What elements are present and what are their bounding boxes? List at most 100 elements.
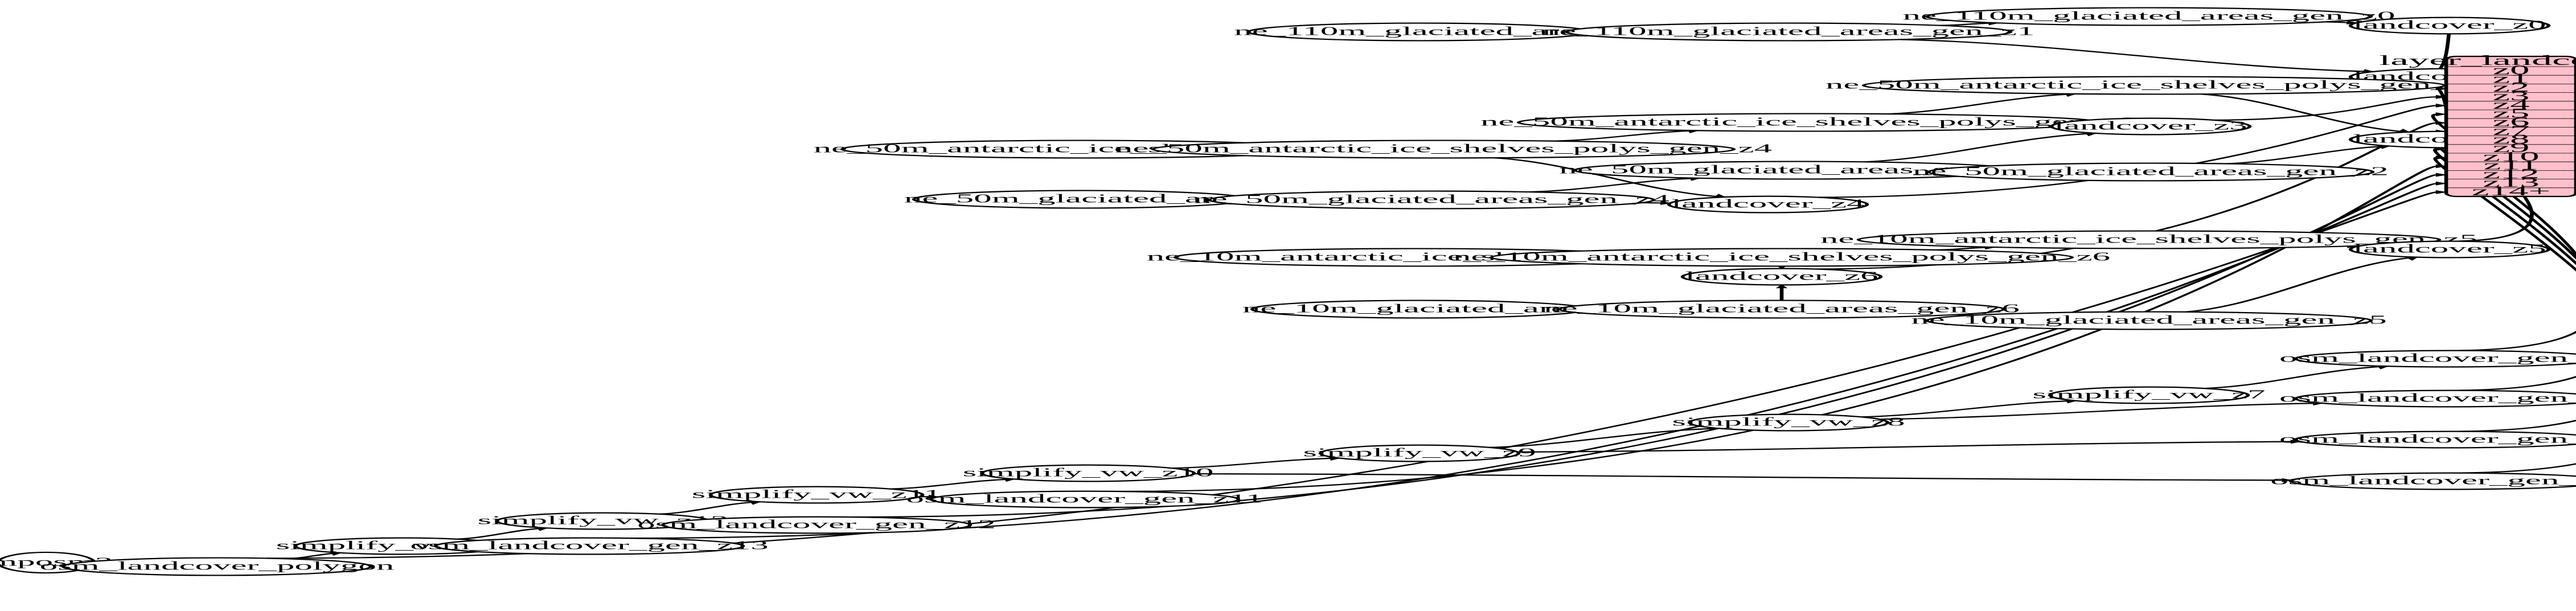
graph-node-osm_landcover_gen_z9[interactable]: osm_landcover_gen_z9 bbox=[2279, 430, 2576, 449]
record-row-z7[interactable]: z7 bbox=[2492, 124, 2529, 138]
node-shape bbox=[1687, 413, 1890, 432]
graph-node-ne_10m_glaciated_areas_gen_z6[interactable]: ne_10m_glaciated_areas_gen_z6 bbox=[1544, 300, 2020, 319]
node-label: simplify_vw_z7 bbox=[2032, 388, 2265, 401]
record-row-z8[interactable]: z8 bbox=[2492, 132, 2529, 146]
node-shape bbox=[1207, 190, 1656, 210]
graph-node-simplify_vw_z8[interactable]: simplify_vw_z8 bbox=[1672, 413, 1905, 432]
graph-edge-simplify_vw_z7--osm_landcover_gen_z7 bbox=[2204, 366, 2388, 389]
node-shape bbox=[1318, 444, 1521, 462]
graph-node-ne_50m_antarctic_ice_shelves_polys_gen_z3[interactable]: ne_50m_antarctic_ice_shelves_polys_gen_z… bbox=[1480, 113, 2138, 132]
graph-node-ne_50m_antarctic_ice_shelves_polys_gen_z4[interactable]: ne_50m_antarctic_ice_shelves_polys_gen_z… bbox=[1115, 140, 1772, 159]
record-row-z6[interactable]: z6 bbox=[2492, 114, 2529, 129]
graph-node-osm_landcover_gen_z7[interactable]: osm_landcover_gen_z7 bbox=[2279, 350, 2576, 368]
edge-arrowhead bbox=[2435, 112, 2448, 117]
graph-edge-ne_110m_glaciated_areas_gen_z1--landcover_z1 bbox=[1900, 39, 2373, 72]
graph-node-simplify_vw_z11[interactable]: simplify_vw_z11 bbox=[692, 486, 941, 504]
record-row-z2[interactable]: z2 bbox=[2492, 80, 2529, 95]
edge-arrowhead bbox=[2435, 164, 2448, 169]
node-shape bbox=[2348, 240, 2551, 259]
node-label: simplify_vw_z8 bbox=[1672, 415, 1905, 428]
record-row-z3[interactable]: z3 bbox=[2492, 89, 2529, 103]
graph-edge-simplify_vw_z12--simplify_vw_z11 bbox=[659, 501, 761, 515]
node-label: landcover_z6 bbox=[1685, 269, 1878, 282]
edge-arrowhead bbox=[2282, 478, 2294, 482]
record-row-z4[interactable]: z4 bbox=[2492, 97, 2529, 112]
graph-node-landcover_z0[interactable]: landcover_z0 bbox=[2348, 17, 2551, 35]
graph-node-simplify_vw_z7[interactable]: simplify_vw_z7 bbox=[2032, 386, 2266, 404]
graph-edge-landcover_z3--rec_z3 bbox=[2214, 96, 2437, 121]
node-label: osm_landcover_gen_z13 bbox=[410, 539, 769, 552]
record-row-z12[interactable]: z12 bbox=[2483, 167, 2540, 181]
node-shape bbox=[433, 537, 745, 555]
graph-edge-simplify_vw_z11--simplify_vw_z10 bbox=[890, 478, 1015, 490]
graph-node-landcover_z4[interactable]: landcover_z4 bbox=[1667, 195, 1869, 214]
node-label: ne_10m_glaciated_areas_gen_z5 bbox=[1911, 313, 2387, 326]
graph-node-osm_landcover_gen_z12[interactable]: osm_landcover_gen_z12 bbox=[637, 516, 996, 534]
graph-edge-osm_landcover_polygon--rec_z14 bbox=[266, 191, 2438, 559]
graph-node-ne_50m_glaciated_areas_gen_z4[interactable]: ne_50m_glaciated_areas_gen_z4 bbox=[1193, 190, 1670, 210]
graph-edge-ne_50m_antarctic_ice_shelves_polys_gen_z2--landcover_z2 bbox=[2201, 93, 2409, 133]
edge-arrowhead bbox=[1775, 284, 1788, 289]
graph-node-simplify_vw_z12[interactable]: simplify_vw_z12 bbox=[478, 512, 729, 530]
node-shape bbox=[2294, 350, 2576, 368]
edge-arrowhead bbox=[2435, 95, 2448, 99]
node-shape bbox=[2294, 430, 2576, 449]
node-label: osm_landcover_gen_z10 bbox=[2270, 474, 2576, 487]
node-shape bbox=[1680, 268, 1883, 286]
graph-node-ne_10m_antarctic_ice_shelves_polys_gen_z5[interactable]: ne_10m_antarctic_ice_shelves_polys_gen_z… bbox=[1820, 230, 2477, 249]
node-label: ne_10m_antarctic_ice_shelves_polys_gen_z… bbox=[1820, 232, 2477, 245]
node-label: ne_10m_glaciated_areas_gen_z6 bbox=[1544, 302, 2020, 315]
record-row-z10[interactable]: z10 bbox=[2483, 149, 2540, 163]
graph-node-ne_110m_glaciated_areas_gen_z0[interactable]: ne_110m_glaciated_areas_gen_z0 bbox=[1903, 7, 2395, 26]
graph-node-osm_landcover_gen_z13[interactable]: osm_landcover_gen_z13 bbox=[410, 537, 769, 555]
record-row-z11[interactable]: z11 bbox=[2483, 158, 2538, 172]
graph-node-osm_landcover_polygon[interactable]: osm_landcover_polygon bbox=[40, 557, 395, 576]
record-row-z14+[interactable]: z14+ bbox=[2472, 184, 2550, 198]
graph-edge-simplify_vw_z13--simplify_vw_z12 bbox=[457, 527, 548, 540]
graph-node-ne_50m_glaciated_areas_gen_z2[interactable]: ne_50m_glaciated_areas_gen_z2 bbox=[1913, 162, 2389, 182]
record-row-z13[interactable]: z13 bbox=[2483, 175, 2540, 190]
graph-node-landcover_z6[interactable]: landcover_z6 bbox=[1680, 268, 1883, 286]
node-label: osm_landcover_gen_z8 bbox=[2279, 391, 2576, 404]
node-label: ne_50m_antarctic_ice_shelves_polys_gen_z… bbox=[1115, 142, 1772, 155]
graph-node-osm_landcover_gen_z8[interactable]: osm_landcover_gen_z8 bbox=[2279, 389, 2576, 408]
node-label: simplify_vw_z10 bbox=[963, 466, 1214, 479]
graph-node-osm_landcover_gen_z11[interactable]: osm_landcover_gen_z11 bbox=[906, 490, 1264, 509]
graph-edge-simplify_vw_z8--osm_landcover_gen_z8 bbox=[1879, 402, 2323, 420]
record-table-layer: layer_landcoverz0z1z2z3z4z5z6z7z8z9z10z1… bbox=[2379, 53, 2576, 199]
node-label: ne_10m_antarctic_ice_shelves_polys_gen_z… bbox=[1453, 250, 2110, 263]
node-shape bbox=[1926, 162, 2375, 182]
graph-node-ne_50m_antarctic_ice_shelves_polys_gen_z2[interactable]: ne_50m_antarctic_ice_shelves_polys_gen_z… bbox=[1826, 76, 2483, 95]
graph-edge-simplify_vw_z10--simplify_vw_z9 bbox=[1171, 457, 1340, 469]
record-row-z9[interactable]: z9 bbox=[2492, 141, 2529, 155]
graph-edge-ne_10m_glaciated_areas_gen_z5--landcover_z5 bbox=[2185, 256, 2418, 313]
record-row-z0[interactable]: z0 bbox=[2492, 63, 2529, 77]
graph-edge-ne_50m_glaciated_areas_gen_z4--ne_50m_glaciated_areas_gen_z3 bbox=[1528, 177, 1700, 193]
graph-node-ne_10m_glaciated_areas_gen_z5[interactable]: ne_10m_glaciated_areas_gen_z5 bbox=[1911, 311, 2387, 330]
graph-node-ne_110m_glaciated_areas[interactable]: ne_110m_glaciated_areas bbox=[1234, 22, 1605, 42]
record-row-z5[interactable]: z5 bbox=[2492, 106, 2529, 120]
node-shape bbox=[929, 490, 1241, 509]
node-label: landcover_z0 bbox=[2353, 18, 2546, 31]
graph-node-ne_50m_glaciated_areas[interactable]: ne_50m_glaciated_areas bbox=[904, 190, 1258, 209]
edge-arrowhead bbox=[2435, 121, 2448, 125]
graph-edge-ne_50m_antarctic_ice_shelves_polys_gen_z4--ne_50m_antarctic_ice_shelves_polys_gen_z3 bbox=[1554, 130, 1699, 142]
record-table-frame bbox=[2444, 55, 2576, 198]
graph-node-ne_110m_glaciated_areas_gen_z1[interactable]: ne_110m_glaciated_areas_gen_z1 bbox=[1543, 22, 2035, 42]
graph-node-landcover_z5[interactable]: landcover_z5 bbox=[2348, 240, 2551, 259]
node-shape bbox=[1925, 311, 2373, 330]
graph-node-landcover_z3[interactable]: landcover_z3 bbox=[2049, 117, 2252, 136]
graph-node-simplify_vw_z10[interactable]: simplify_vw_z10 bbox=[963, 464, 1214, 482]
graph-node-osm_landcover_gen_z10[interactable]: osm_landcover_gen_z10 bbox=[2270, 472, 2576, 490]
graph-node-ne_10m_glaciated_areas[interactable]: ne_10m_glaciated_areas bbox=[1242, 300, 1597, 319]
graph-node-ne_50m_glaciated_areas_gen_z3[interactable]: ne_50m_glaciated_areas_gen_z3 bbox=[1559, 161, 2035, 180]
record-row-z1[interactable]: z1 bbox=[2492, 71, 2529, 85]
graph-node-simplify_vw_z9[interactable]: simplify_vw_z9 bbox=[1303, 444, 1536, 462]
node-label: ne_110m_glaciated_areas_gen_z1 bbox=[1543, 24, 2035, 38]
graph-node-ne_10m_antarctic_ice_shelves_polys_gen_z6[interactable]: ne_10m_antarctic_ice_shelves_polys_gen_z… bbox=[1453, 248, 2110, 267]
node-shape bbox=[1564, 22, 2013, 42]
graph-edge-ne_50m_glaciated_areas_gen_z3--landcover_z3 bbox=[1864, 132, 2096, 163]
graph-edge-simplify_vw_z9--simplify_vw_z8 bbox=[1489, 428, 1719, 448]
record-table-title: layer_landcover bbox=[2379, 53, 2576, 68]
